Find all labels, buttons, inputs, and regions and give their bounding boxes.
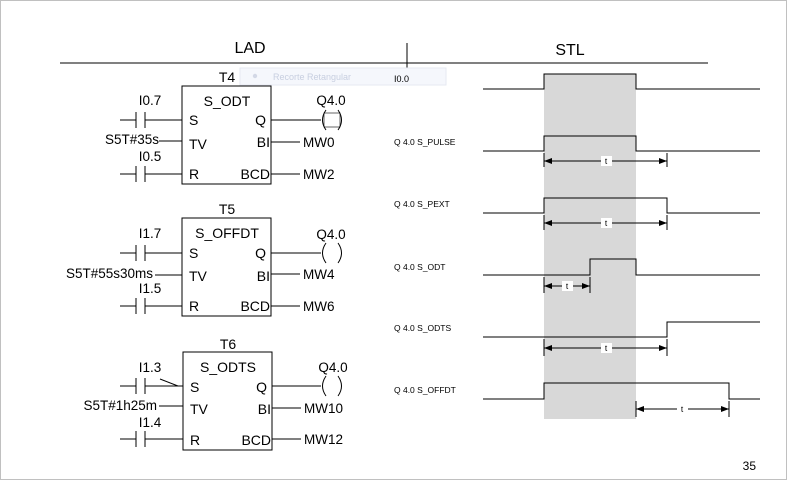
trace-label-s-offdt: Q 4.0 S_OFFDT bbox=[394, 385, 456, 395]
pin-s: S bbox=[189, 112, 198, 128]
pin-q: Q bbox=[256, 379, 267, 395]
coil-icon bbox=[322, 109, 327, 131]
duration-label: t bbox=[605, 343, 608, 353]
pin-r: R bbox=[189, 166, 199, 182]
coil-label: Q4.0 bbox=[316, 93, 345, 108]
set-input-label: I1.3 bbox=[139, 360, 162, 375]
duration-label: t bbox=[605, 218, 608, 228]
timer-block-t4: T4 S_ODT S TV R Q BI BCD I0.7 S5T#35s I0… bbox=[105, 69, 346, 185]
ghost-selection-box bbox=[239, 67, 447, 86]
bi-output-label: MW10 bbox=[304, 401, 343, 416]
trace-label-s-pext: Q 4.0 S_PEXT bbox=[394, 199, 450, 209]
bcd-output-label: MW2 bbox=[303, 167, 335, 182]
pin-tv: TV bbox=[190, 401, 209, 417]
waveform-s-pulse bbox=[483, 135, 760, 152]
input-waveform bbox=[483, 73, 760, 90]
coil-icon bbox=[322, 242, 327, 264]
pin-bcd: BCD bbox=[240, 166, 270, 182]
pin-q: Q bbox=[255, 112, 266, 128]
pin-bi: BI bbox=[257, 134, 270, 150]
set-input-label: I1.7 bbox=[139, 226, 162, 241]
timer-block-t6: T6 S_ODTS S TV R Q BI BCD I1.3 S5T#1h25m… bbox=[83, 336, 348, 451]
ghost-label: Recorte Retangular bbox=[273, 72, 351, 82]
trace-label-s-odts: Q 4.0 S_ODTS bbox=[394, 323, 451, 333]
ghost-dot-icon bbox=[252, 73, 258, 79]
pin-r: R bbox=[189, 298, 199, 314]
timer-box bbox=[182, 351, 273, 451]
time-value-label: S5T#1h25m bbox=[83, 398, 157, 413]
input-trace-label: I0.0 bbox=[394, 74, 409, 84]
coil-label: Q4.0 bbox=[316, 227, 345, 242]
timer-name: T6 bbox=[220, 336, 237, 352]
timer-box bbox=[181, 217, 272, 317]
bi-output-label: MW4 bbox=[303, 267, 335, 282]
pin-bcd: BCD bbox=[241, 432, 271, 448]
pin-bi: BI bbox=[258, 401, 271, 417]
pin-r: R bbox=[190, 432, 200, 448]
coil-icon bbox=[322, 375, 327, 397]
pin-tv: TV bbox=[189, 136, 208, 152]
timer-name: T5 bbox=[219, 201, 236, 217]
timing-diagram: I0.0 Q 4.0 S_PULSE t Q 4.0 S_PEXT t Q 4.… bbox=[394, 73, 760, 417]
timer-name: T4 bbox=[219, 69, 236, 85]
bcd-output-label: MW12 bbox=[304, 432, 343, 447]
header-stl: STL bbox=[555, 42, 584, 59]
timer-block-t5: T5 S_OFFDT S TV R Q BI BCD I1.7 S5T#55s3… bbox=[66, 201, 346, 317]
timer-type: S_ODT bbox=[204, 93, 251, 109]
duration-label: t bbox=[566, 281, 569, 291]
coil-label: Q4.0 bbox=[318, 360, 347, 375]
timer-box bbox=[181, 85, 272, 185]
reset-input-label: I0.5 bbox=[139, 149, 162, 164]
waveform-s-odt bbox=[483, 258, 760, 276]
waveform-s-odts bbox=[483, 321, 760, 338]
time-value-label: S5T#35s bbox=[105, 132, 159, 147]
timer-type: S_ODTS bbox=[200, 359, 256, 375]
reset-input-label: I1.4 bbox=[139, 415, 162, 430]
page-number: 35 bbox=[743, 459, 757, 473]
reset-input-label: I1.5 bbox=[139, 281, 162, 296]
pin-bcd: BCD bbox=[240, 298, 270, 314]
duration-label: t bbox=[681, 404, 684, 414]
pin-s: S bbox=[189, 245, 198, 261]
input-pulse-band bbox=[544, 74, 636, 419]
waveform-s-pext bbox=[483, 197, 760, 214]
pin-bi: BI bbox=[257, 268, 270, 284]
bcd-output-label: MW6 bbox=[303, 299, 335, 314]
pin-tv: TV bbox=[189, 268, 208, 284]
trace-label-s-odt: Q 4.0 S_ODT bbox=[394, 262, 446, 272]
timer-type: S_OFFDT bbox=[195, 225, 259, 241]
bi-output-label: MW0 bbox=[303, 135, 335, 150]
waveform-s-offdt bbox=[483, 382, 760, 400]
pin-q: Q bbox=[255, 245, 266, 261]
duration-label: t bbox=[605, 156, 608, 166]
trace-label-s-pulse: Q 4.0 S_PULSE bbox=[394, 137, 456, 147]
pin-s: S bbox=[190, 379, 199, 395]
time-value-label: S5T#55s30ms bbox=[66, 266, 153, 281]
header-lad: LAD bbox=[234, 40, 265, 57]
set-input-label: I0.7 bbox=[139, 93, 162, 108]
